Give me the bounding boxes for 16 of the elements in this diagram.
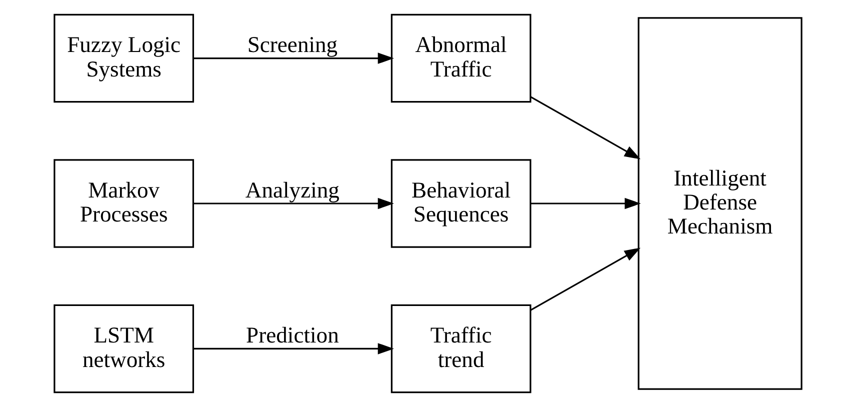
edge-label: Screening [246, 32, 338, 58]
node-box: Markov Processes [53, 159, 194, 248]
arrow [192, 343, 394, 354]
node-box: Fuzzy Logic Systems [53, 14, 194, 103]
node-box: Abnormal Traffic [390, 14, 531, 103]
arrow [530, 96, 640, 160]
arrow [530, 248, 640, 311]
arrow [530, 198, 640, 210]
node-box: Behavioral Sequences [390, 159, 531, 248]
node-box: Traffic trend [390, 304, 531, 394]
edge-label: Prediction [246, 322, 338, 348]
arrow [192, 52, 394, 64]
node-box: LSTM networks [53, 304, 194, 394]
arrow [192, 198, 394, 210]
edge-label: Analyzing [244, 177, 339, 202]
node-box: Intelligent Defense Mechanism [637, 17, 802, 390]
